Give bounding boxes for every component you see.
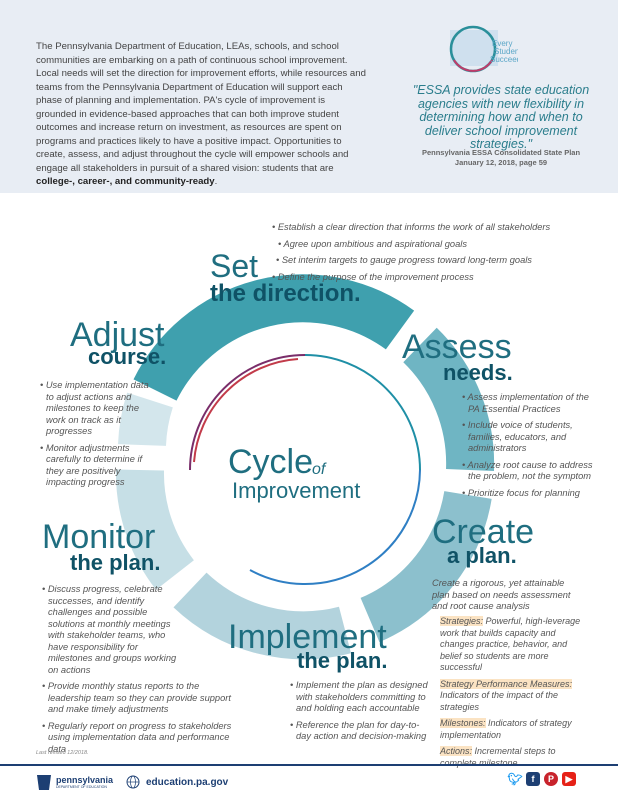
list-item: Monitor adjustments carefully to determi…	[40, 443, 155, 489]
list-item: Discuss progress, celebrate successes, a…	[42, 584, 182, 676]
monitor-subheading: the plan.	[70, 550, 161, 575]
monitor-list: Discuss progress, celebrate successes, a…	[42, 584, 232, 760]
twitter-icon[interactable]: 🐦︎	[507, 772, 523, 786]
list-item: Establish a clear direction that informs…	[272, 222, 572, 234]
list-item: Implement the plan as designed with stak…	[290, 680, 430, 715]
facebook-icon[interactable]: f	[526, 772, 540, 786]
intro-text: The Pennsylvania Department of Education…	[36, 41, 366, 187]
monitor-heading: Monitor	[42, 518, 156, 556]
last-revised: Last revised 12/2018.	[36, 750, 89, 756]
create-subheading: a plan.	[447, 543, 517, 568]
cycle-arrow-implement	[173, 572, 352, 660]
adjust-list: Use implementation data to adjust action…	[40, 380, 155, 494]
assess-heading: Assess	[402, 328, 512, 366]
cycle-arrow-create	[360, 490, 492, 643]
set-subheading: the direction.	[210, 280, 361, 307]
list-item: Analyze root cause to address the proble…	[462, 460, 602, 483]
pinterest-icon[interactable]: P	[544, 772, 558, 786]
youtube-icon[interactable]: ▶	[562, 772, 576, 786]
set-heading: Set	[210, 248, 259, 284]
adjust-subheading: course.	[88, 344, 167, 369]
center-improvement: Improvement	[232, 478, 361, 503]
list-item: Regularly report on progress to stakehol…	[42, 721, 232, 756]
svg-text:Succeeds: Succeeds	[490, 55, 518, 64]
intro-panel	[0, 0, 618, 193]
assess-subheading: needs.	[443, 360, 513, 385]
create-heading: Create	[432, 513, 535, 551]
list-item: Set interim targets to gauge progress to…	[276, 255, 572, 267]
every-student-succeeds-logo: Every Student Succeeds	[449, 25, 518, 73]
list-item: Prioritize focus for planning	[462, 488, 602, 500]
assess-list: Assess implementation of the PA Essentia…	[462, 392, 602, 504]
essa-quote: "ESSA provides state education agencies …	[412, 83, 590, 151]
implement-subheading: the plan.	[297, 648, 388, 673]
footer-divider	[0, 764, 618, 766]
list-item: Assess implementation of the PA Essentia…	[462, 392, 602, 415]
list-item: Define the purpose of the improvement pr…	[272, 272, 572, 284]
center-of: of	[312, 461, 326, 478]
keystone-icon	[37, 775, 51, 790]
set-list: Establish a clear direction that informs…	[272, 222, 572, 288]
quote-citation: Pennsylvania ESSA Consolidated State Pla…	[421, 148, 581, 167]
svg-text:Every: Every	[492, 39, 512, 48]
cycle-arrow-set	[133, 274, 415, 402]
center-cycle: Cycle	[228, 443, 314, 481]
svg-text:Student: Student	[494, 47, 518, 56]
social-links: 🐦︎ f P ▶	[507, 772, 576, 786]
globe-icon	[126, 775, 140, 789]
create-intro: Create a rigorous, yet attainable plan b…	[432, 578, 571, 611]
list-item: Agree upon ambitious and aspirational go…	[278, 239, 572, 251]
list-item: Use implementation data to adjust action…	[40, 380, 155, 438]
implement-list: Implement the plan as designed with stak…	[290, 680, 430, 748]
list-item: Provide monthly status reports to the le…	[42, 681, 232, 716]
list-item: Include voice of students, families, edu…	[462, 420, 602, 455]
list-item: Reference the plan for day-to-day action…	[290, 720, 430, 743]
website-link[interactable]: education.pa.gov	[126, 775, 228, 789]
implement-heading: Implement	[228, 618, 387, 656]
adjust-heading: Adjust	[70, 316, 165, 354]
create-terms: Strategies: Powerful, high-leverage work…	[440, 616, 581, 768]
